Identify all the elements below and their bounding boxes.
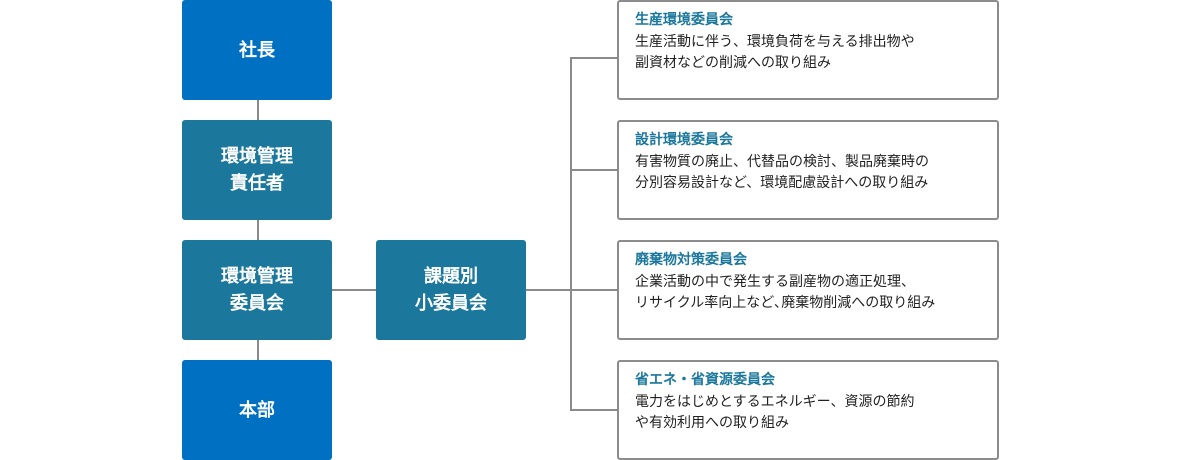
environmental-committee-label: 環境管理 委員会 [221, 266, 293, 314]
president-box: 社長 [182, 0, 332, 100]
committee-title: 設計環境委員会 [635, 132, 733, 148]
connector-branch-1 [570, 57, 617, 59]
committee-card-design: 設計環境委員会 有害物質の廃止、代替品の検討、製品廃棄時の 分別容易設計など、環… [617, 120, 999, 220]
subcommittee-label: 課題別 小委員会 [415, 266, 487, 314]
committee-description: 有害物質の廃止、代替品の検討、製品廃棄時の 分別容易設計など、環境配慮設計への取… [635, 154, 929, 191]
committee-title: 生産環境委員会 [635, 12, 733, 28]
environmental-manager-box: 環境管理 責任者 [182, 120, 332, 220]
committee-description: 電力をはじめとするエネルギー、資源の節約 や有効利用への取り組み [635, 394, 915, 431]
committee-description: 生産活動に伴う、環境負荷を与える排出物や 副資材などの削減への取り組み [635, 34, 915, 71]
president-label: 社長 [239, 39, 275, 61]
connector-branch-4 [570, 409, 617, 411]
connector-trunk-vertical [570, 57, 572, 411]
headquarters-label: 本部 [239, 399, 275, 421]
connector-branch-3 [570, 289, 617, 291]
committee-title: 省エネ・省資源委員会 [635, 372, 775, 388]
committee-card-waste: 廃棄物対策委員会 企業活動の中で発生する副産物の適正処理、 リサイクル率向上など… [617, 240, 999, 340]
committee-card-energy: 省エネ・省資源委員会 電力をはじめとするエネルギー、資源の節約 や有効利用への取… [617, 360, 999, 460]
connector-branch-2 [570, 169, 617, 171]
committee-title: 廃棄物対策委員会 [635, 252, 747, 268]
connector-vertical-left [257, 100, 259, 360]
subcommittee-box: 課題別 小委員会 [376, 240, 526, 340]
connector-committee-to-subcommittee [332, 289, 377, 291]
committee-card-production: 生産環境委員会 生産活動に伴う、環境負荷を与える排出物や 副資材などの削減への取… [617, 0, 999, 100]
committee-description: 企業活動の中で発生する副産物の適正処理、 リサイクル率向上など､廃棄物削減への取… [635, 274, 936, 311]
connector-subcommittee-to-trunk [526, 289, 572, 291]
environmental-manager-label: 環境管理 責任者 [221, 146, 293, 194]
environmental-committee-box: 環境管理 委員会 [182, 240, 332, 340]
headquarters-box: 本部 [182, 360, 332, 460]
